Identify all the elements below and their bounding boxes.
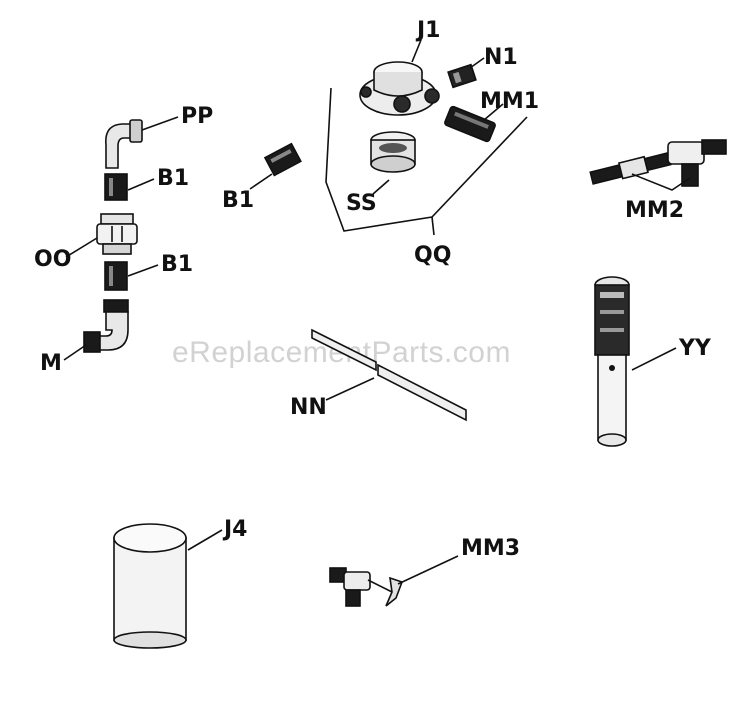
- leader-m: [63, 344, 87, 361]
- part-mm3-valve: [329, 567, 404, 607]
- label-mm1: MM1: [480, 89, 539, 114]
- leader-mm3: [397, 555, 459, 585]
- leader-qq-bracket: [325, 87, 528, 232]
- leader-b1-top: [127, 178, 155, 191]
- label-m: M: [40, 351, 62, 376]
- part-yy-cartridge: [594, 276, 630, 447]
- leader-j4: [187, 529, 223, 551]
- label-j1: J1: [415, 18, 441, 43]
- leader-oo: [65, 237, 98, 258]
- part-b1-nipple-mid: [104, 261, 128, 291]
- label-b1-left: B1: [222, 188, 254, 213]
- label-b1-mid: B1: [161, 252, 193, 277]
- label-mm2: MM2: [625, 198, 684, 223]
- part-ss-seat: [370, 131, 416, 173]
- label-oo: OO: [34, 247, 71, 272]
- leader-ss: [372, 179, 390, 195]
- leader-b1-mid: [127, 264, 159, 277]
- label-ss: SS: [346, 191, 377, 216]
- label-b1-top: B1: [157, 166, 189, 191]
- label-n1: N1: [484, 45, 518, 70]
- leader-mm2: [631, 173, 691, 191]
- part-j1-valve-body: [359, 61, 440, 116]
- label-qq: QQ: [414, 243, 451, 268]
- leader-n1: [469, 57, 485, 69]
- part-mm1-nipple: [444, 105, 496, 143]
- label-pp: PP: [181, 104, 213, 129]
- part-mm2-tee-assembly: [589, 139, 727, 187]
- leader-b1-left: [249, 173, 273, 190]
- label-nn: NN: [290, 395, 327, 420]
- label-mm3: MM3: [461, 536, 520, 561]
- label-yy: YY: [678, 336, 712, 361]
- part-pp-elbow: [105, 119, 143, 169]
- part-m-elbow: [83, 299, 129, 353]
- part-b1-nipple-loose: [263, 142, 302, 177]
- leader-j1: [411, 39, 422, 63]
- part-nn-bar: [311, 328, 467, 422]
- leader-nn: [325, 377, 375, 401]
- part-n1-plug: [447, 63, 477, 89]
- part-j4-sleeve: [113, 523, 187, 649]
- part-b1-nipple-top: [104, 173, 128, 201]
- leader-mm1: [483, 103, 504, 121]
- part-oo-union: [96, 213, 138, 255]
- label-j4: J4: [222, 517, 248, 542]
- leader-yy: [631, 347, 677, 371]
- leader-pp: [141, 116, 179, 131]
- leader-qq: [431, 216, 435, 236]
